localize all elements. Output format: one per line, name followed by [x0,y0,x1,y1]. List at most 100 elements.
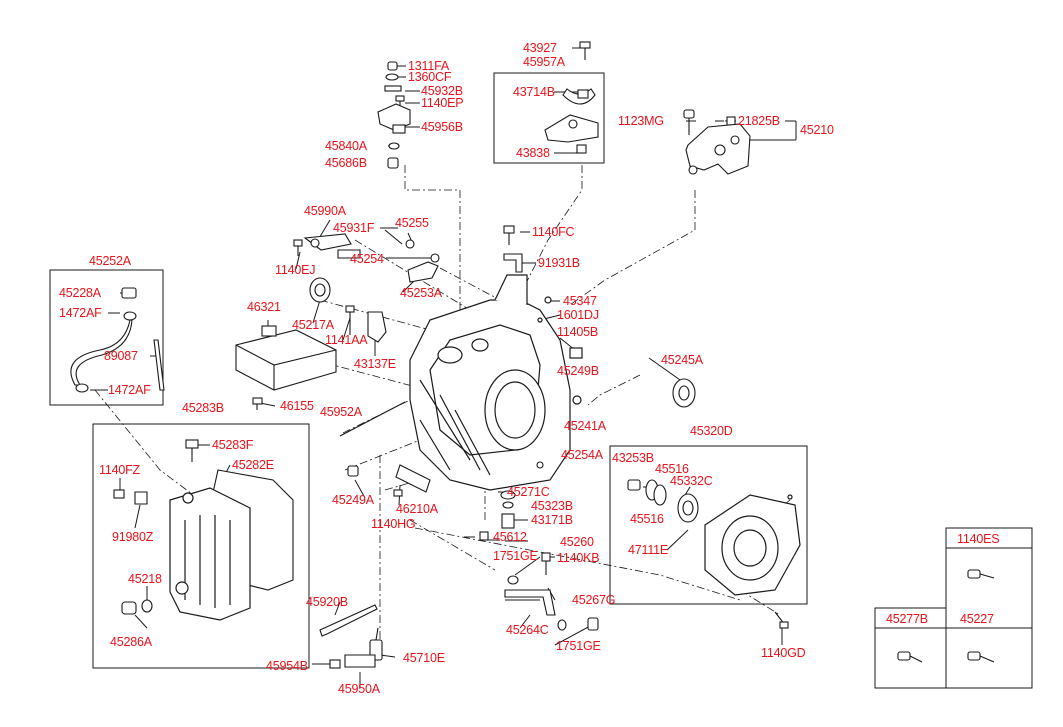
label-45686B[interactable]: 45686B [325,156,367,170]
clamp-1472AF-lower-icon [75,383,89,393]
plug-45286A-icon [121,601,137,615]
shaft-45931F-icon [337,249,361,259]
label-1140GD[interactable]: 1140GD [761,646,806,660]
oil-pan-45283B-icon [169,487,251,621]
label-1140EP[interactable]: 1140EP [421,96,464,110]
label-1140FC[interactable]: 1140FC [532,225,575,239]
bracket-46210A-icon [395,464,431,493]
label-46210A[interactable]: 46210A [396,502,438,516]
bracket-91931B-icon [503,253,523,273]
label-45286A[interactable]: 45286A [110,635,152,649]
label-1601DJ[interactable]: 1601DJ [557,308,599,322]
label-45245A[interactable]: 45245A [661,353,703,367]
label-45950A[interactable]: 45950A [338,682,380,696]
label-1472AF[interactable]: 1472AF [59,306,102,320]
label-43838[interactable]: 43838 [516,146,550,160]
label-1472AF-lower[interactable]: 1472AF [108,383,151,397]
legend-45227[interactable]: 45227 [960,612,994,626]
label-45253A[interactable]: 45253A [400,286,442,300]
fitting-45228A-icon [121,287,137,299]
label-45249B[interactable]: 45249B [557,364,599,378]
label-45516-b[interactable]: 45516 [630,512,664,526]
label-45710E[interactable]: 45710E [403,651,445,665]
label-21825B[interactable]: 21825B [738,114,780,128]
label-45612[interactable]: 45612 [493,530,527,544]
washer-1360CF-icon [385,73,399,81]
label-45254[interactable]: 45254 [350,252,384,266]
label-1140EJ[interactable]: 1140EJ [275,263,316,277]
label-45347[interactable]: 45347 [563,294,597,308]
label-43927[interactable]: 43927 [523,41,557,55]
label-1141AA[interactable]: 1141AA [325,333,368,347]
label-45252A[interactable]: 45252A [89,254,131,268]
label-45516[interactable]: 45516 [655,462,689,476]
label-45320D[interactable]: 45320D [690,424,733,438]
label-45260[interactable]: 45260 [560,535,594,549]
label-1123MG[interactable]: 1123MG [618,114,664,128]
label-45228A[interactable]: 45228A [59,286,101,300]
bolt-45932B-icon [384,85,402,92]
bolt-1123MG-icon [683,109,695,135]
label-89087[interactable]: 89087 [104,349,138,363]
label-45332C[interactable]: 45332C [670,474,713,488]
label-45840A[interactable]: 45840A [325,139,367,153]
label-45920B[interactable]: 45920B [306,595,348,609]
plug-45254A-icon [536,461,544,469]
label-91931B[interactable]: 91931B [538,256,580,270]
label-45282E[interactable]: 45282E [232,458,274,472]
label-45249A[interactable]: 45249A [332,493,374,507]
label-45957A[interactable]: 45957A [523,55,565,69]
label-1751GE[interactable]: 1751GE [493,549,538,563]
label-1360CF[interactable]: 1360CF [408,70,452,84]
clip-91980Z-icon [134,491,148,505]
label-91980Z[interactable]: 91980Z [112,530,154,544]
bushing-43253B-icon [627,479,641,491]
bracket-45210-icon [685,123,751,175]
label-45241A[interactable]: 45241A [564,419,606,433]
label-43171B[interactable]: 43171B [531,513,573,527]
clip-1751GE-icon [507,575,519,585]
label-45956B[interactable]: 45956B [421,120,463,134]
legend-45277B[interactable]: 45277B [886,612,928,626]
label-45210[interactable]: 45210 [800,123,834,137]
label-45931F[interactable]: 45931F [333,221,375,235]
alignment-lines [94,165,791,640]
label-45990A[interactable]: 45990A [304,204,346,218]
box-45252A [49,269,164,406]
clip-89087-icon [153,339,165,391]
label-45264C[interactable]: 45264C [506,623,549,637]
label-1140HG[interactable]: 1140HG [371,517,416,531]
plug-45267G-icon [587,617,599,631]
label-45932B[interactable]: 45932B [421,84,463,98]
label-45283F[interactable]: 45283F [212,438,254,452]
label-45217A[interactable]: 45217A [292,318,334,332]
label-45283B[interactable]: 45283B [182,401,224,415]
label-43137E[interactable]: 43137E [354,357,396,371]
label-45952A[interactable]: 45952A [320,405,362,419]
label-45267G[interactable]: 45267G [572,593,616,607]
label-45323B[interactable]: 45323B [531,499,573,513]
label-43714B[interactable]: 43714B [513,85,555,99]
legend-1140ES[interactable]: 1140ES [957,532,1000,546]
label-1140KB[interactable]: 1140KB [557,551,600,565]
label-1311FA[interactable]: 1311FA [408,59,449,73]
label-45954B[interactable]: 45954B [266,659,308,673]
label-45218[interactable]: 45218 [128,572,162,586]
bolt-43927-icon [579,41,591,60]
label-45254A[interactable]: 45254A [561,448,603,462]
label-43253B[interactable]: 43253B [612,451,654,465]
label-1140FZ[interactable]: 1140FZ [99,463,140,477]
label-46321[interactable]: 46321 [247,300,281,314]
oring-45840A-icon [388,142,400,150]
label-46155[interactable]: 46155 [280,399,314,413]
label-1751GE-b[interactable]: 1751GE [556,639,601,653]
label-11405B[interactable]: 11405B [557,325,598,339]
label-45255[interactable]: 45255 [395,216,429,230]
label-47111E[interactable]: 47111E [628,543,669,557]
bracket-45950A-icon [344,654,376,668]
label-45271C[interactable]: 45271C [507,485,550,499]
lever-45990A-icon [303,233,352,251]
plug-45283F-icon [185,439,199,462]
bolt-1140FZ-icon [113,489,125,499]
